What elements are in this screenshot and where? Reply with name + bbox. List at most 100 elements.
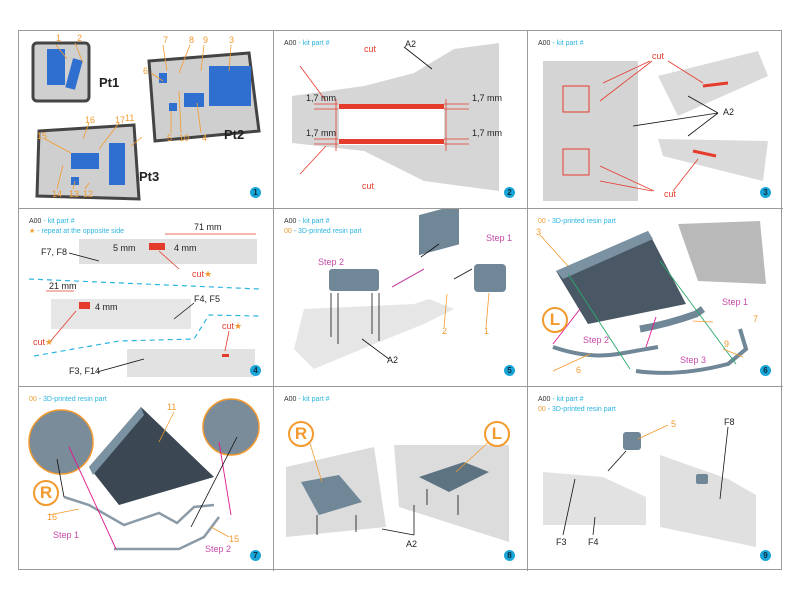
part-label-a2: A2 [723,107,735,117]
legend: A00 - kit part # [284,395,330,405]
dim-top-left: 1,7 mm [306,93,337,103]
part-label-5: 5 [671,419,677,429]
step-badge: 1 [250,187,261,198]
part-label-2: 2 [442,326,448,336]
kit-text: - kit part # [296,396,330,403]
legend: A00 - kit part # [284,39,330,49]
part-label-6: 6 [576,365,582,375]
part-label-7: 7 [163,35,169,45]
kit-code: A00 [29,218,42,225]
part-label-7: 7 [753,314,759,324]
legend: 00 - 3D-printed resin part [538,217,616,227]
step1-label: Step 1 [53,530,80,540]
legend: A00 - kit part # 00 - 3D-printed resin p… [284,217,362,237]
panel-step-9: A00 - kit part # 00 - 3D-printed resin p… [528,387,783,571]
cut-label-top: cut [364,44,377,54]
part-label-f4: F4 [588,537,599,547]
part-label-6: 6 [143,66,149,76]
step2-label: Step 2 [318,257,345,267]
dim-4mm-mid: 4 mm [95,302,118,312]
cut-label-bottom: cut [664,189,677,199]
part-label-1: 1 [484,326,490,336]
step-badge: 2 [504,187,515,198]
cut-label-bottom: cut [362,181,375,191]
step-badge: 9 [760,550,771,561]
step-badge: 4 [250,365,261,376]
bay-assembly-illustration [294,209,506,369]
panel-step-6: 00 - 3D-printed resin part 3 L Step 1 7 … [528,209,783,387]
star-text: - repeat at the opposite side [35,228,125,235]
legend: A00 - kit part # ★ - repeat at the oppos… [29,217,124,237]
part-label-f3: F3 [556,537,567,547]
part-label-9: 9 [203,35,209,45]
panel-step-7: 00 - 3D-printed resin part 11 R 16 Step … [19,387,274,571]
part-label-17: 17 [115,115,126,125]
step2-label: Step 2 [583,335,610,345]
frame-pt2 [147,51,261,143]
part-leader-lines [44,42,232,190]
step2-label: Step 2 [205,544,232,554]
resin-text: - 3D-printed resin part [545,218,616,225]
part-label-f3-f14: F3, F14 [69,366,101,376]
instruction-sheet: 1 2 3 4 5 6 7 8 9 10 11 12 13 14 15 16 1… [18,30,783,571]
part-label-10: 10 [179,133,190,143]
bay-installation-illustration [286,436,509,542]
resin-code: 00 [284,228,292,235]
dim-5mm: 5 mm [113,243,136,253]
right-bay-illustration [28,398,260,551]
part-label-16: 16 [47,512,58,522]
fuselage-cut-illustration [292,43,499,191]
resin-frames-illustration [31,41,261,201]
panel-step-8: A00 - kit part # R L A2 8 [274,387,528,571]
part-label-f7-f8: F7, F8 [41,247,68,257]
legend: 00 - 3D-printed resin part [29,395,107,405]
part-label-a2: A2 [387,355,399,365]
part-label-15: 15 [229,534,240,544]
part-label-15: 15 [37,131,48,141]
step1-label: Step 1 [486,233,513,243]
cut-label-top: cut [652,51,665,61]
side-badge-right: R [33,480,59,506]
part-label-3: 3 [536,227,542,237]
part-label-16: 16 [85,115,96,125]
dim-bottom-left: 1,7 mm [306,128,337,138]
separator-lines [28,278,260,357]
dim-71mm: 71 mm [194,222,222,232]
step-badge: 3 [760,187,771,198]
part-label-1: 1 [56,33,62,43]
cut-label-3: cut★ [222,321,243,331]
step-badge: 6 [760,365,771,376]
kit-code: A00 [538,40,551,47]
kit-text: - kit part # [550,40,584,47]
side-badge-right: R [288,421,314,447]
frame-label-pt2: Pt2 [224,127,245,142]
panel-step-1: 1 2 3 4 5 6 7 8 9 10 11 12 13 14 15 16 1… [19,31,274,209]
frame-pt1 [31,41,91,103]
kit-code: A00 [538,396,551,403]
resin-code: 00 [29,396,37,403]
kit-text: - kit part # [41,218,75,225]
dim-bottom-right: 1,7 mm [472,128,503,138]
frame-pt3 [35,123,141,201]
part-label-12: 12 [83,189,94,199]
kit-code: A00 [284,40,297,47]
part-label-3: 3 [229,35,235,45]
dim-21mm: 21 mm [49,281,77,291]
part-label-11: 11 [125,113,135,123]
part-5-installation-illustration [543,424,756,547]
legend: A00 - kit part # [538,39,584,49]
kit-code: A00 [284,396,297,403]
part-label-f8: F8 [724,417,735,427]
resin-text: - 3D-printed resin part [36,396,107,403]
frame-label-pt3: Pt3 [139,169,160,184]
part-label-f4-f5: F4, F5 [194,294,221,304]
part-label-2: 2 [77,33,83,43]
part-label-11: 11 [167,402,177,412]
part-label-a2: A2 [406,539,418,549]
left-bay-illustration [539,221,766,375]
part-label-8: 8 [189,35,195,45]
kit-text: - kit part # [296,218,330,225]
step-badge: 8 [504,550,515,561]
step3-label: Step 3 [680,355,707,365]
dim-top-right: 1,7 mm [472,93,503,103]
